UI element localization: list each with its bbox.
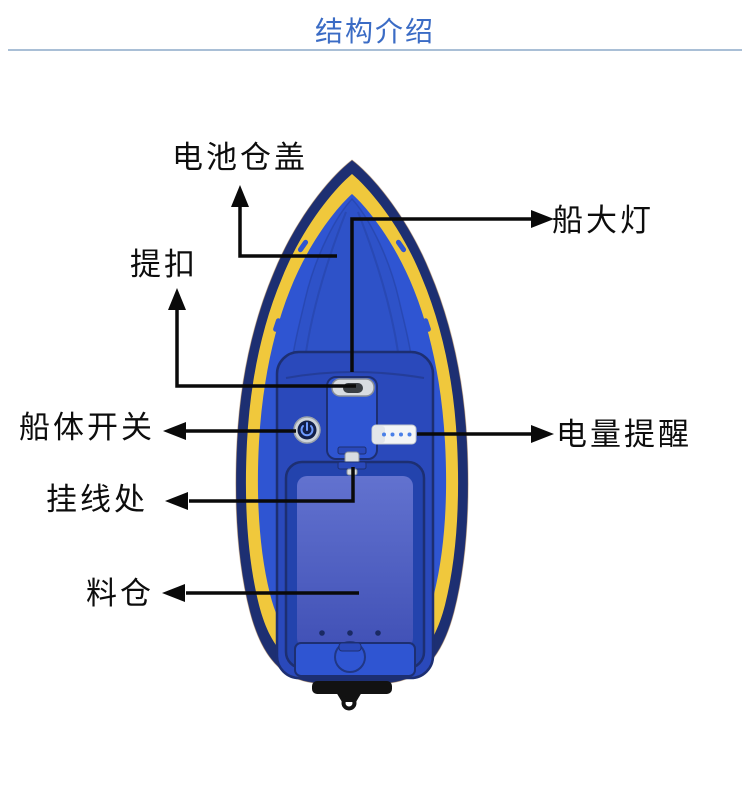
arrowhead-left-icon bbox=[163, 422, 186, 440]
arrowhead-up-icon bbox=[231, 185, 249, 207]
arrowhead-right-icon bbox=[531, 210, 554, 228]
label-battery-cover: 电池仓盖 bbox=[172, 140, 308, 175]
label-lift-handle: 提扣 bbox=[130, 247, 198, 282]
callout-hull-switch bbox=[163, 422, 296, 440]
hull-power-switch bbox=[293, 416, 321, 444]
propeller-bracket bbox=[312, 681, 392, 711]
page-title: 结构介绍 bbox=[314, 16, 435, 47]
bait-bin-floor bbox=[297, 476, 413, 648]
arrowhead-right-icon bbox=[531, 425, 554, 443]
arrowhead-left-icon bbox=[162, 584, 185, 602]
callout-lift-handle bbox=[168, 288, 356, 388]
callout-bait-bin bbox=[162, 584, 359, 602]
arrowhead-left-icon bbox=[165, 492, 188, 510]
label-bait-bin: 料仓 bbox=[86, 576, 154, 611]
stern-gate-notch bbox=[334, 641, 366, 673]
bait-bin-drain-dots bbox=[319, 630, 381, 636]
boat-illustration bbox=[235, 159, 469, 711]
deck-seam-left bbox=[305, 211, 347, 353]
callouts bbox=[162, 185, 554, 602]
power-icon bbox=[300, 422, 314, 437]
deck-seam-right bbox=[357, 211, 399, 353]
label-headlight: 船大灯 bbox=[552, 203, 654, 238]
title-divider bbox=[8, 49, 742, 51]
battery-led-dots bbox=[382, 432, 412, 437]
label-battery-indicator: 电量提醒 bbox=[556, 417, 692, 452]
stripe-tabs bbox=[273, 239, 431, 332]
callout-line-hook bbox=[165, 467, 355, 510]
callout-headlight bbox=[350, 210, 554, 372]
callout-battery-indicator bbox=[417, 425, 554, 443]
arrowhead-up-icon bbox=[168, 288, 186, 310]
line-hook-hardware bbox=[337, 446, 367, 476]
label-line-hook: 挂线处 bbox=[46, 482, 148, 517]
callout-battery-cover bbox=[231, 185, 337, 258]
label-hull-switch: 船体开关 bbox=[19, 410, 155, 445]
battery-level-indicator bbox=[371, 424, 417, 445]
stern-gate-tab bbox=[338, 642, 362, 652]
